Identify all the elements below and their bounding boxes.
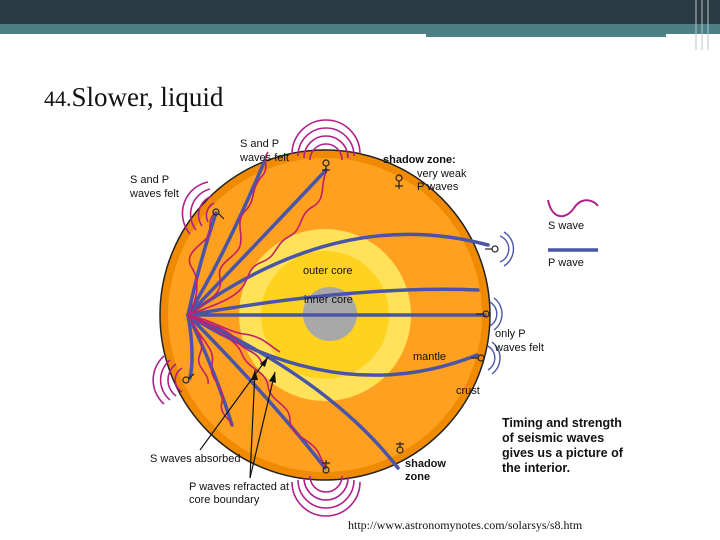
label-only-p-1: only P xyxy=(495,328,526,340)
label-only-p-2: waves felt xyxy=(494,342,544,354)
arcs-right-mid xyxy=(490,298,502,330)
label-outer-core: outer core xyxy=(303,265,353,277)
label-s-and-p-left-2: waves felt xyxy=(129,188,179,200)
label-mantle: mantle xyxy=(413,351,446,363)
arcs-right-upper xyxy=(500,232,513,266)
label-crust: crust xyxy=(456,385,480,397)
note-line-4: the interior. xyxy=(502,461,570,475)
label-shadow-zone-bottom-2: zone xyxy=(405,471,430,483)
label-shadow-zone-top: shadow zone: xyxy=(383,154,456,166)
label-s-and-p-top-1: S and P xyxy=(240,138,279,150)
arcs-bottom xyxy=(292,476,360,516)
label-inner-core: inner core xyxy=(304,294,353,306)
label-s-and-p-left-1: S and P xyxy=(130,174,169,186)
legend-s-wave-label: S wave xyxy=(548,220,584,232)
legend: S wave P wave xyxy=(548,200,598,269)
source-link[interactable]: http://www.astronomynotes.com/solarsys/s… xyxy=(348,518,582,533)
note-line-2: of seismic waves xyxy=(502,431,604,445)
label-s-waves-absorbed: S waves absorbed xyxy=(150,453,241,465)
note-line-3: gives us a picture of xyxy=(502,446,624,460)
label-shadow-zone-bottom-1: shadow xyxy=(405,458,446,470)
label-p-refracted-1: P waves refracted at xyxy=(189,481,289,493)
station-right-upper xyxy=(485,246,498,252)
label-s-and-p-top-2: waves felt xyxy=(239,152,289,164)
legend-s-wave-swatch xyxy=(548,200,598,216)
legend-p-wave-label: P wave xyxy=(548,257,584,269)
note-line-1: Timing and strength xyxy=(502,416,622,430)
label-very-weak-2: P waves xyxy=(417,181,459,193)
label-p-refracted-2: core boundary xyxy=(189,494,260,506)
label-very-weak-1: very weak xyxy=(417,168,467,180)
